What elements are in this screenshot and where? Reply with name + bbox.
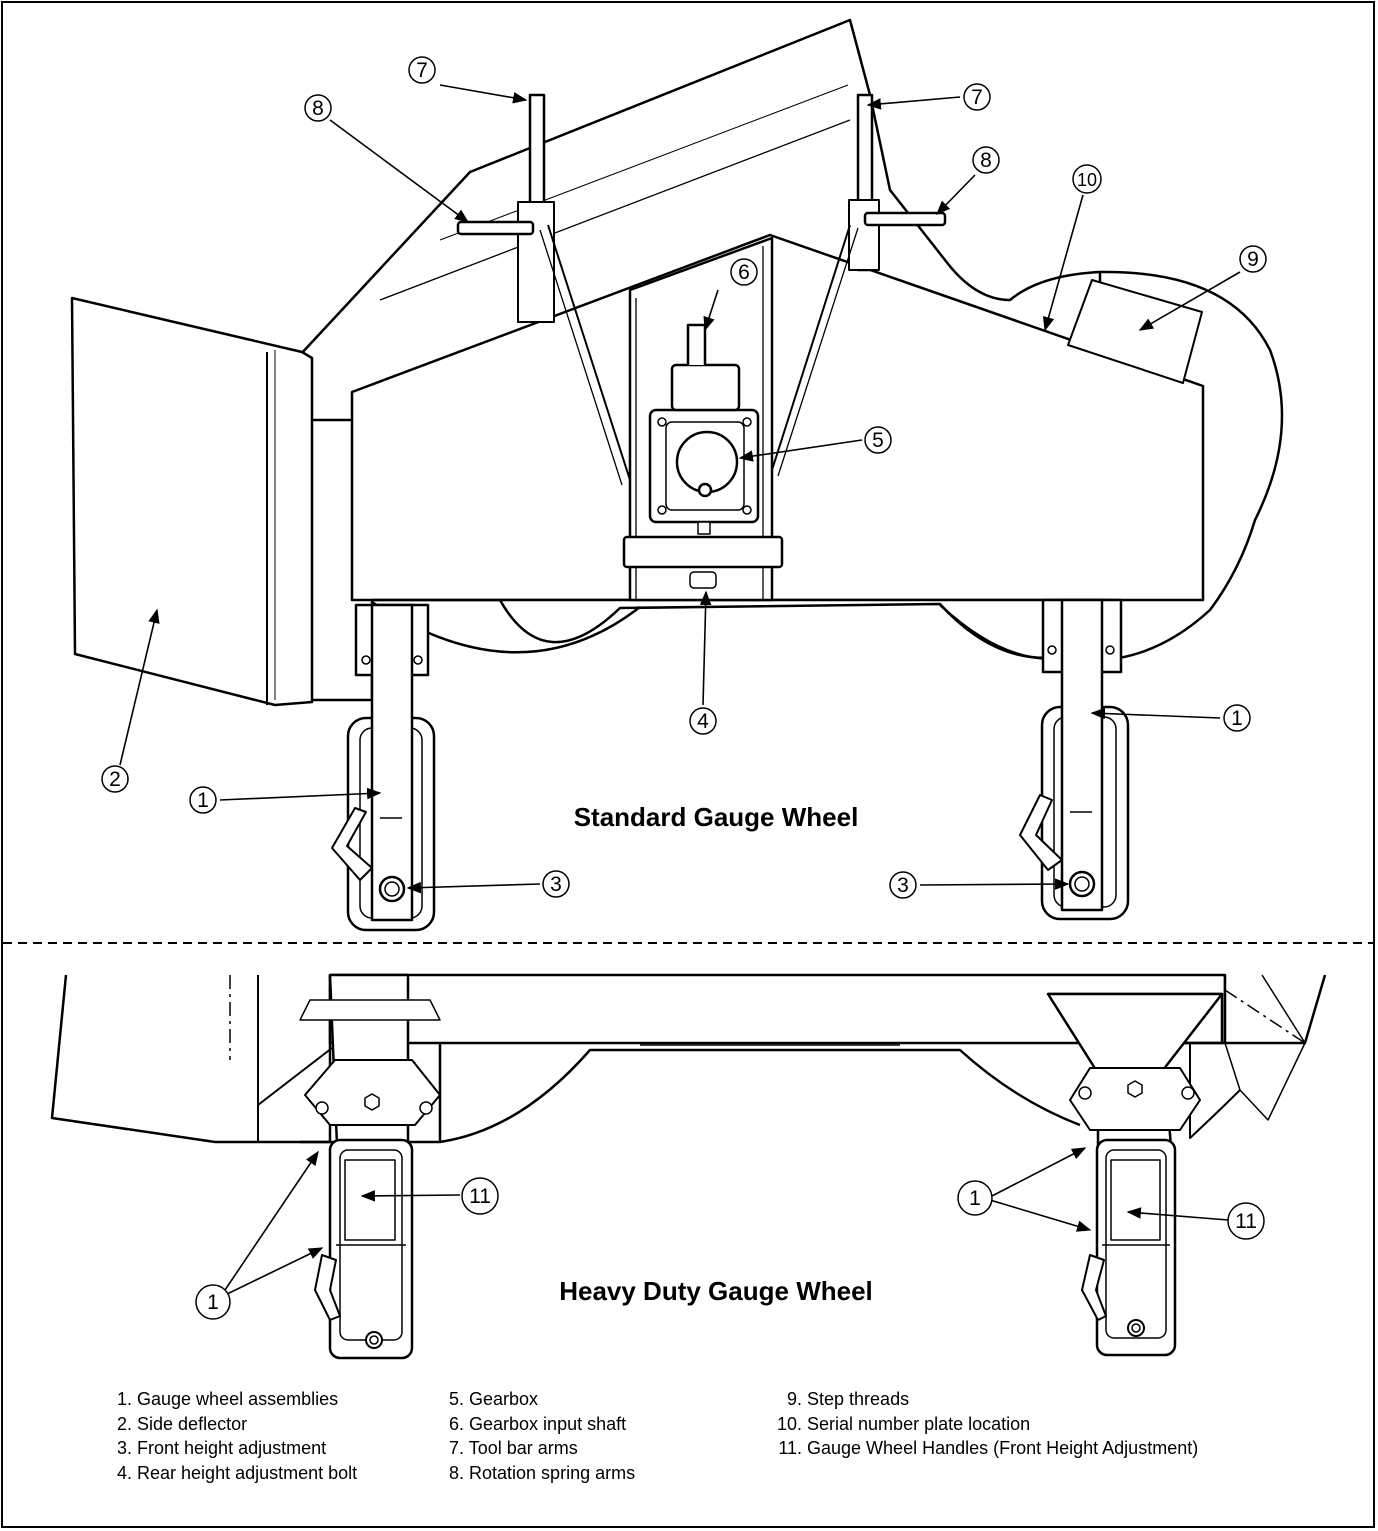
svg-text:7: 7 (416, 59, 428, 82)
svg-text:8: 8 (980, 149, 992, 172)
main-body (350, 233, 1205, 602)
callout-4: 4 (689, 707, 717, 735)
heavy-duty-gauge-wheel-title: Heavy Duty Gauge Wheel (559, 1276, 873, 1306)
parts-legend: 1. Gauge wheel assemblies 2. Side deflec… (0, 1387, 1378, 1507)
legend-column-1: 1. Gauge wheel assemblies 2. Side deflec… (100, 1387, 357, 1485)
svg-text:10: 10 (1077, 170, 1097, 190)
legend-item: 9. Step threads (786, 1389, 910, 1409)
callout-3-left: 3 (542, 870, 570, 898)
svg-text:6: 6 (738, 261, 750, 284)
callout-11-left: 11 (461, 1177, 499, 1215)
legend-item: 3. Front height adjustment (116, 1438, 327, 1458)
svg-text:3: 3 (897, 874, 909, 897)
underside-arc (370, 598, 1112, 662)
callout-7-right: 7 (963, 83, 991, 111)
standard-gauge-wheel-title: Standard Gauge Wheel (574, 802, 859, 832)
gearbox-input-shaft (686, 323, 707, 365)
callout-7-left: 7 (408, 56, 436, 84)
callout-3-right: 3 (889, 871, 917, 899)
svg-text:1: 1 (1231, 707, 1243, 730)
legend-item: 4. Rear height adjustment bolt (116, 1462, 358, 1483)
callout-9: 9 (1239, 245, 1267, 273)
spring-arm-right (863, 211, 947, 227)
legend-item: 1. Gauge wheel assemblies (116, 1389, 339, 1409)
svg-text:9: 9 (1247, 248, 1259, 271)
callouts-bottom: 1 1 11 11 (195, 1177, 1265, 1320)
legend-item: 11. Gauge Wheel Handles (Front Height Ad… (778, 1438, 1199, 1458)
callout-1-right-bottom: 1 (957, 1180, 993, 1216)
callout-11-right: 11 (1227, 1202, 1265, 1240)
legend-column-3: 9. Step threads 10. Serial number plate … (772, 1387, 1198, 1461)
callout-8-right: 8 (972, 146, 1000, 174)
legend-column-2: 5. Gearbox 6. Gearbox input shaft 7. Too… (430, 1387, 635, 1485)
svg-text:7: 7 (971, 86, 983, 109)
svg-text:2: 2 (109, 768, 121, 791)
callouts-top: 7 7 8 8 6 5 10 9 2 4 1 1 3 3 (101, 56, 1267, 899)
svg-text:3: 3 (550, 873, 562, 896)
step-plate (1067, 279, 1203, 384)
svg-text:1: 1 (197, 789, 209, 812)
standard-drawing (70, 18, 1284, 932)
svg-text:5: 5 (872, 429, 884, 452)
svg-text:11: 11 (469, 1185, 491, 1208)
callout-8-left: 8 (304, 94, 332, 122)
svg-text:1: 1 (969, 1187, 981, 1210)
legend-item: 6. Gearbox input shaft (448, 1413, 627, 1434)
callout-2: 2 (101, 765, 129, 793)
callout-10: 10 (1072, 164, 1102, 194)
callout-6: 6 (730, 258, 758, 286)
side-deflector (70, 296, 314, 707)
legend-item: 2. Side deflector (116, 1413, 248, 1434)
heavy-duty-drawing (50, 973, 1327, 1360)
spring-arm-left (456, 220, 535, 236)
svg-text:1: 1 (207, 1291, 219, 1314)
legend-item: 8. Rotation spring arms (448, 1462, 636, 1483)
callout-1-left-bottom: 1 (195, 1284, 231, 1320)
callout-1-left-top: 1 (189, 786, 217, 814)
callout-leaders-top (119, 84, 1241, 894)
svg-text:11: 11 (1235, 1210, 1257, 1233)
callout-1-right-top: 1 (1223, 704, 1251, 732)
svg-text:4: 4 (697, 710, 709, 733)
hd-side-deflector (50, 974, 332, 1144)
legend-item: 5. Gearbox (448, 1389, 539, 1409)
legend-item: 10. Serial number plate location (776, 1413, 1031, 1434)
legend-item: 7. Tool bar arms (448, 1438, 578, 1458)
svg-text:8: 8 (312, 97, 324, 120)
callout-5: 5 (864, 426, 892, 454)
callout-leaders-bottom (224, 1147, 1229, 1296)
